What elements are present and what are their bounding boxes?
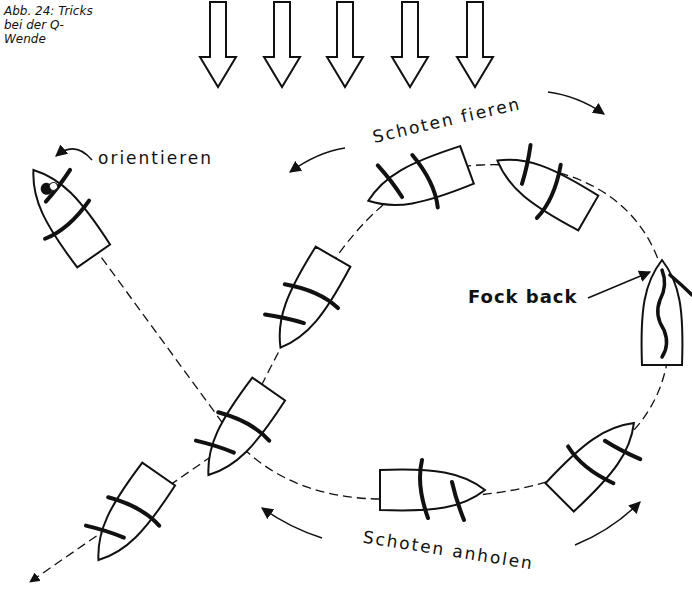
boat	[9, 153, 118, 273]
leader-arrow	[262, 508, 322, 538]
boat	[482, 135, 603, 239]
leader-arrow	[575, 502, 640, 545]
wind-arrow	[200, 2, 236, 87]
boat	[538, 402, 655, 519]
wind-arrow	[264, 2, 300, 87]
wind-arrow	[457, 2, 493, 87]
annotation: Schoten fieren	[371, 93, 523, 147]
annotation: Schoten anholen	[361, 527, 535, 574]
wind-arrow	[327, 2, 363, 87]
boat	[74, 457, 183, 577]
boat	[358, 137, 477, 229]
figure-caption: Abb. 24: Tricks bei der Q-Wende	[4, 4, 96, 46]
leader-arrow	[290, 148, 345, 172]
wind-arrow	[392, 2, 428, 87]
boat	[380, 460, 485, 520]
boat	[184, 372, 293, 492]
leader-arrow	[588, 272, 650, 298]
leader-arrow	[56, 149, 92, 160]
annotation: Fock back	[468, 286, 578, 307]
boat-jib-backed	[642, 260, 692, 365]
leader-arrow	[548, 92, 604, 114]
boat	[255, 242, 359, 363]
annotation: orientieren	[98, 148, 213, 168]
